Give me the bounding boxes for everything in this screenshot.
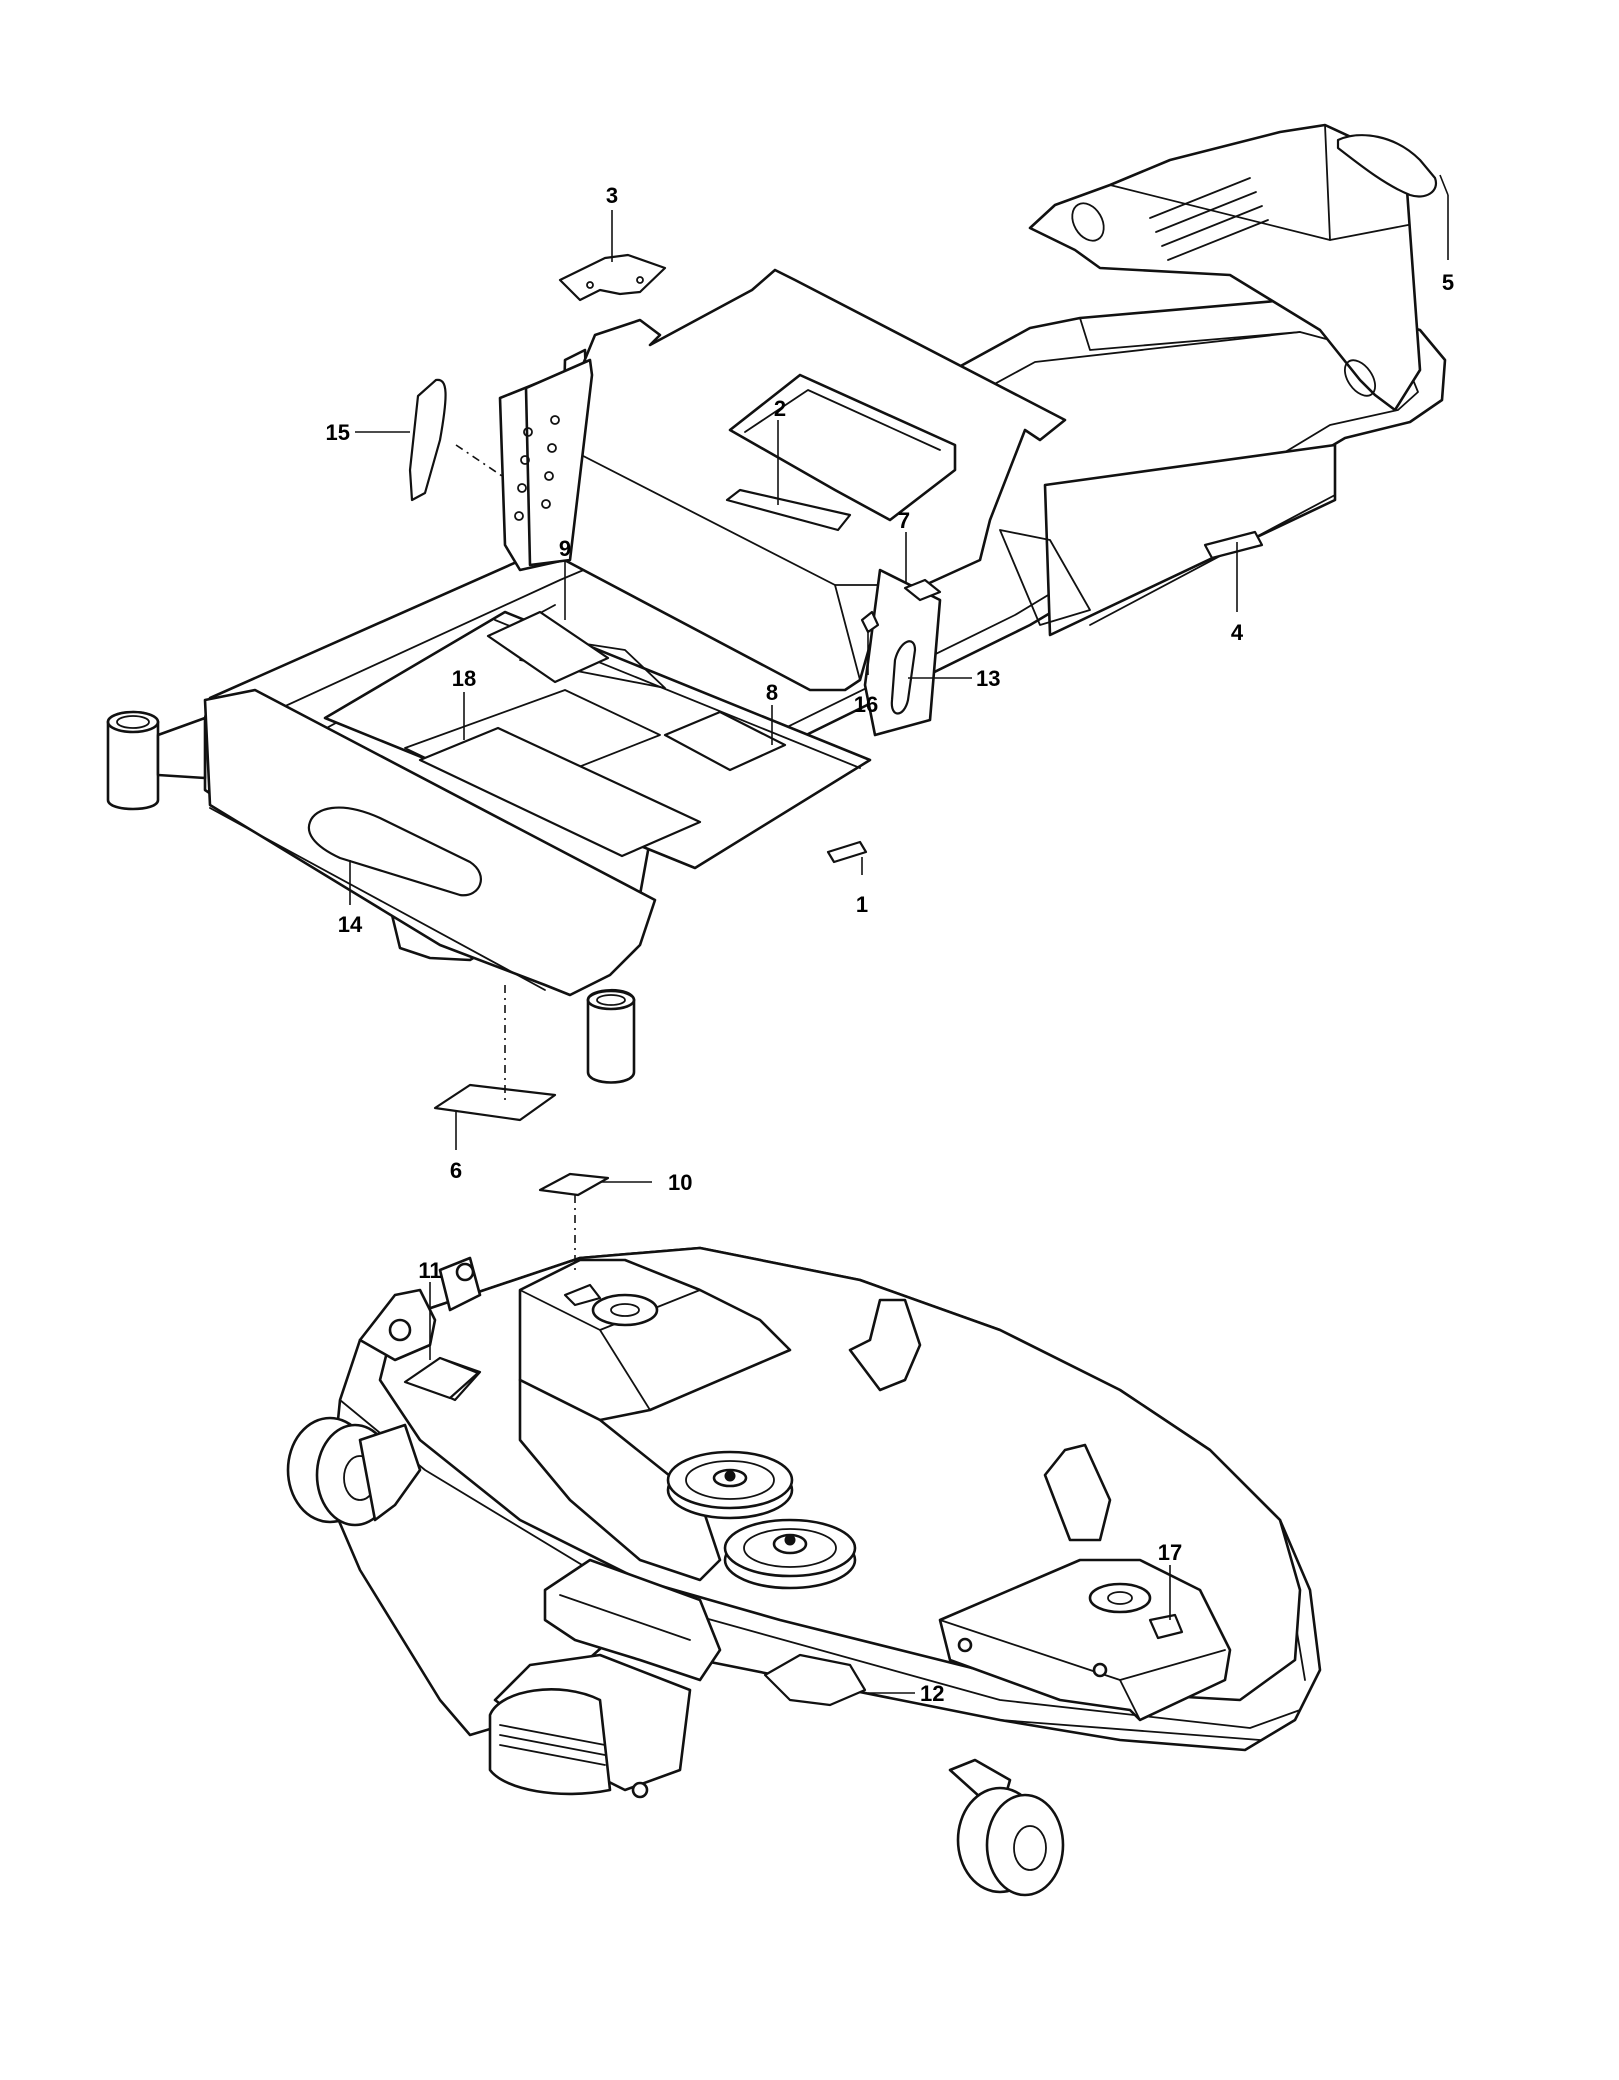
decal-4 <box>1203 530 1264 560</box>
callout-17: 17 <box>1158 1540 1182 1565</box>
mower-deck <box>286 1246 1322 1897</box>
callout-7: 7 <box>898 508 910 533</box>
pulley-lower <box>723 1518 857 1590</box>
callout-15: 15 <box>326 420 350 445</box>
pulley-upper <box>666 1450 794 1520</box>
decal-2 <box>725 488 852 532</box>
callout-11: 11 <box>418 1258 441 1283</box>
decal-6 <box>433 1083 557 1122</box>
decal-5 <box>1336 134 1438 198</box>
callout-10: 10 <box>668 1170 692 1195</box>
callout-12: 12 <box>920 1681 944 1706</box>
callout-13: 13 <box>976 666 1000 691</box>
callout-2: 2 <box>774 396 786 421</box>
decal-7 <box>903 578 942 602</box>
decal-16 <box>860 610 880 634</box>
decal-9 <box>486 610 610 684</box>
decal-11 <box>403 1356 480 1400</box>
callouts: 1 2 3 4 5 6 7 8 9 10 11 12 13 14 15 16 1… <box>326 183 1455 1706</box>
frame-assembly <box>106 123 1447 1084</box>
callout-1: 1 <box>856 892 868 917</box>
decal-18 <box>418 726 702 858</box>
callout-9: 9 <box>559 536 571 561</box>
callout-4: 4 <box>1231 620 1244 645</box>
gauge-wheel-right <box>948 1758 1065 1897</box>
gauge-wheel-left <box>286 1416 422 1527</box>
leaders <box>349 174 1449 1694</box>
callout-16: 16 <box>854 692 878 717</box>
decal-15 <box>408 378 447 502</box>
callout-5: 5 <box>1442 270 1454 295</box>
callout-14: 14 <box>338 912 363 937</box>
callout-18: 18 <box>452 666 476 691</box>
decal-12 <box>763 1653 867 1707</box>
decal-10 <box>538 1172 610 1197</box>
upper-decals <box>307 134 1438 1197</box>
decal-14 <box>307 806 482 897</box>
callout-3: 3 <box>606 183 618 208</box>
callout-6: 6 <box>450 1158 462 1183</box>
decal-17 <box>1148 1613 1184 1640</box>
decal-13 <box>890 640 917 715</box>
decal-1 <box>826 840 868 864</box>
callout-8: 8 <box>766 680 778 705</box>
discharge-chute <box>488 1653 692 1799</box>
decal-8 <box>663 710 787 772</box>
